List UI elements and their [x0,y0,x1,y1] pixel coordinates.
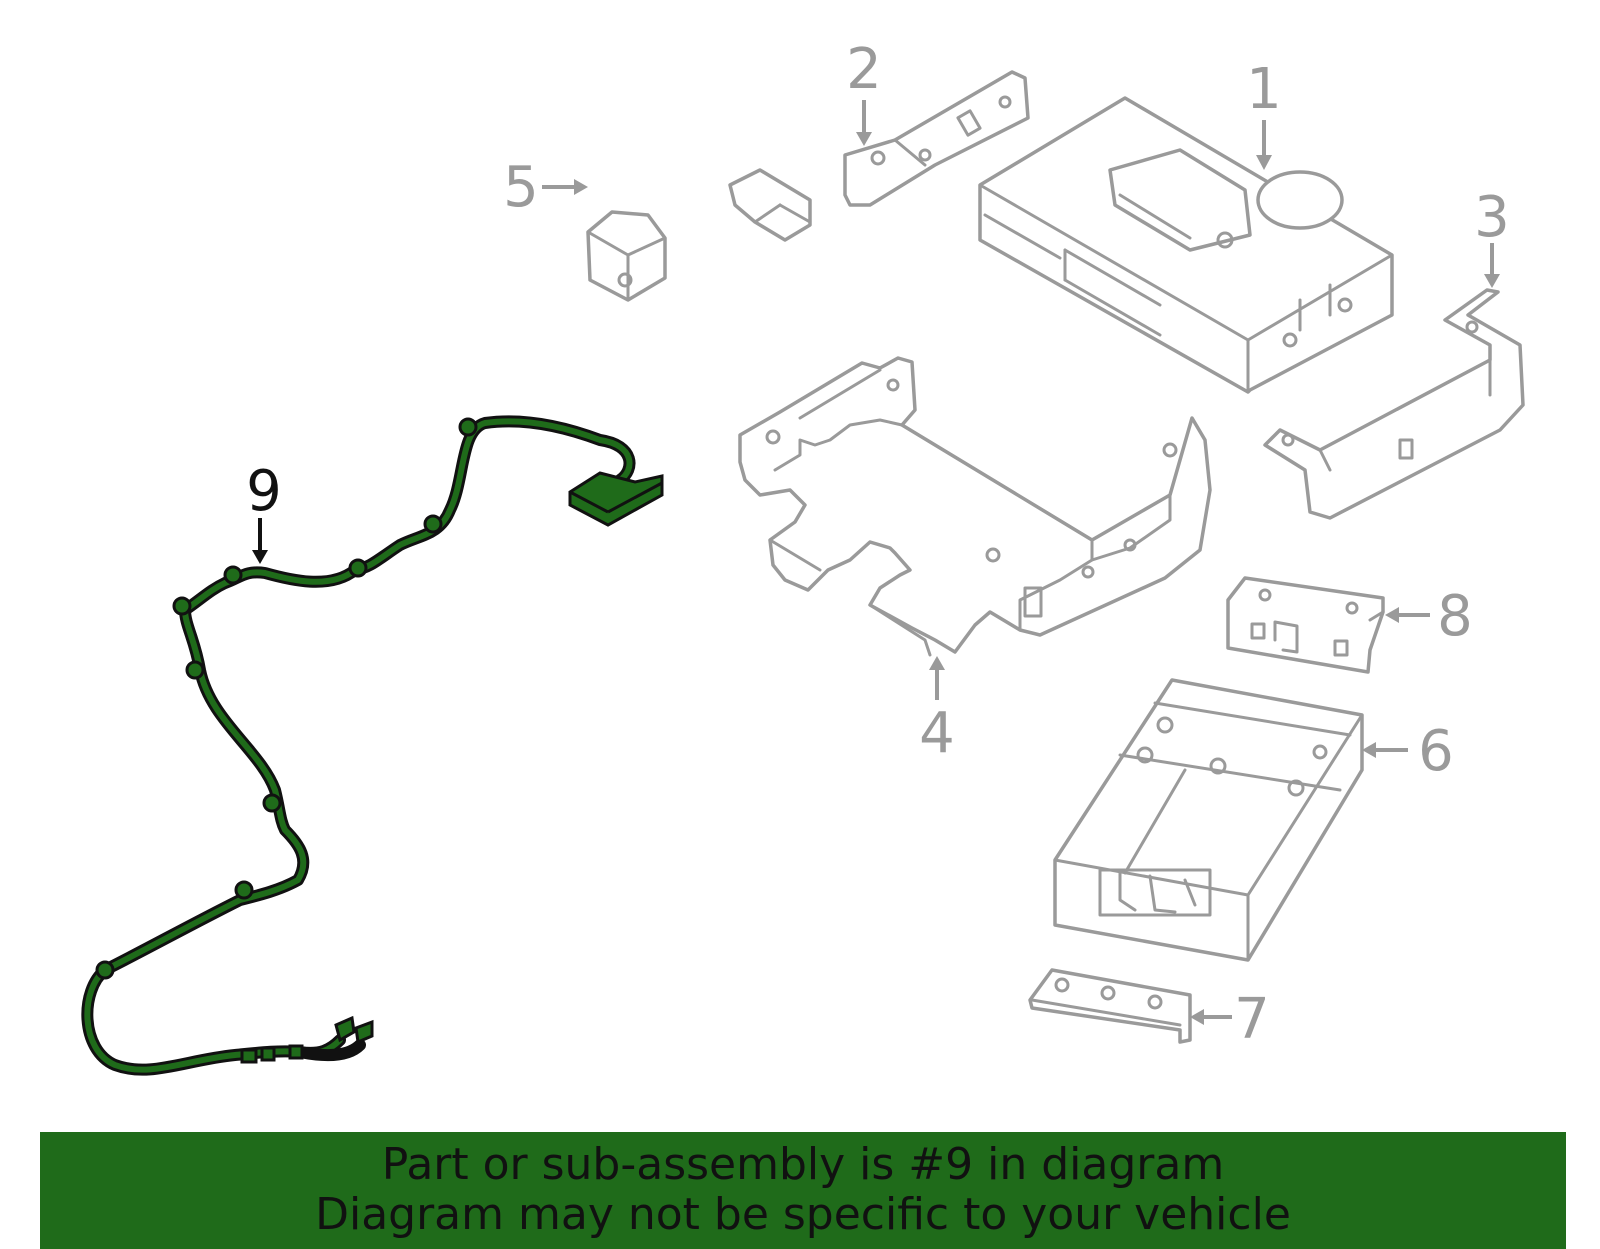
callout-8-label: 8 [1437,584,1473,649]
callout-9-label: 9 [246,459,282,524]
part-2-bracket[interactable] [843,70,1030,207]
callout-5-arrowhead [574,179,588,195]
callout-8-arrowhead [1385,607,1399,623]
callout-3-label: 3 [1474,185,1510,250]
callout-1-label: 1 [1246,57,1282,122]
part-8-plate[interactable] [1226,576,1385,674]
part-9-harness[interactable] [81,415,664,1076]
part-5-cable[interactable] [586,141,812,302]
part-3-bracket[interactable] [1263,288,1525,520]
callout-3-arrowhead [1484,274,1500,288]
callout-5-label: 5 [503,155,539,220]
callout-1-arrowhead [1256,155,1272,170]
callout-4-label: 4 [919,701,955,766]
callout-6-arrowhead [1362,742,1376,758]
banner-line-1: Part or sub-assembly is #9 in diagram [381,1139,1225,1190]
part-4-tray[interactable] [738,356,1212,657]
callout-6-label: 6 [1418,719,1454,784]
part-6-module[interactable] [1053,678,1364,962]
callout-4-arrowhead [929,656,945,670]
banner-line-2: Diagram may not be specific to your vehi… [315,1189,1291,1240]
callout-2-label: 2 [846,37,882,102]
callout-9-arrowhead [252,550,268,564]
callout-7-arrowhead [1190,1009,1204,1025]
part-7-strip[interactable] [1028,968,1192,1044]
callout-7-label: 7 [1234,987,1270,1052]
part-1-module[interactable] [978,96,1394,394]
callout-2-arrowhead [856,132,872,146]
info-banner: Part or sub-assembly is #9 in diagram Di… [40,1132,1566,1249]
